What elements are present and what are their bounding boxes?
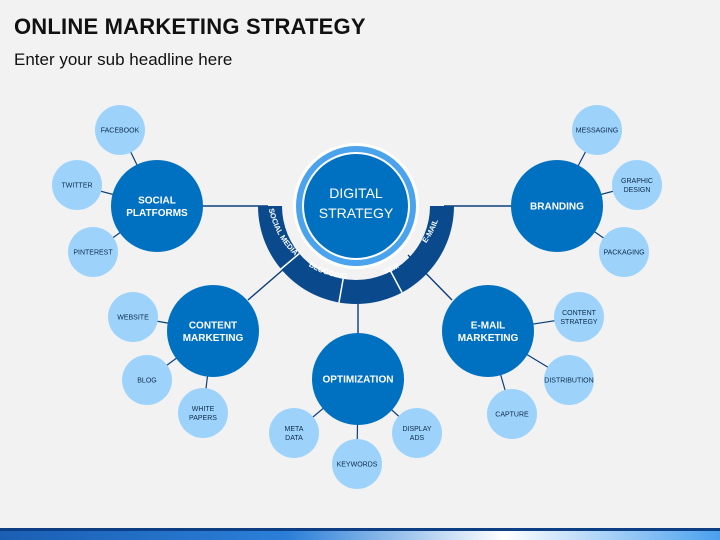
footer-bar-dark (0, 528, 720, 531)
leaf-pinterest: PINTEREST (68, 227, 118, 277)
leaf-circle (599, 227, 649, 277)
center-arc-ring (258, 206, 454, 304)
leaf-blog: BLOG (122, 355, 172, 405)
leaf-label: MESSAGING (576, 127, 618, 134)
leaf-circle (554, 292, 604, 342)
hub-circle (167, 285, 259, 377)
leaf-packaging: PACKAGING (599, 227, 649, 277)
leaf-label: PINTEREST (73, 249, 113, 256)
leaf-circle (487, 389, 537, 439)
hub-circle (111, 160, 203, 252)
leaf-label: WEBSITE (117, 314, 149, 321)
leaf-circle (269, 408, 319, 458)
page-subtitle: Enter your sub headline here (14, 50, 233, 69)
leaf-label: CAPTURE (495, 411, 529, 418)
center-core (304, 154, 408, 258)
leaf-circle (392, 408, 442, 458)
hub-label-branding: BRANDING (530, 202, 584, 213)
leaf-circle (612, 160, 662, 210)
leaf-website: WEBSITE (108, 292, 158, 342)
leaf-circle (122, 355, 172, 405)
leaf-label: DISTRIBUTION (544, 377, 593, 384)
leaf-circle (52, 160, 102, 210)
leaf-circle (95, 105, 145, 155)
arc-divider (280, 252, 300, 270)
leaf-label: KEYWORDS (337, 461, 378, 468)
leaf-twitter: TWITTER (52, 160, 102, 210)
hub-circle (442, 285, 534, 377)
hub-circle (312, 333, 404, 425)
leaf-circle (332, 439, 382, 489)
leaf-circle (544, 355, 594, 405)
leaf-distribution: DISTRIBUTION (544, 355, 594, 405)
leaf-circle (572, 105, 622, 155)
leaf-circle (68, 227, 118, 277)
arc-divider (390, 270, 403, 293)
leaf-label: BLOG (137, 377, 156, 384)
leaf-keywords: KEYWORDS (332, 439, 382, 489)
leaf-capture: CAPTURE (487, 389, 537, 439)
footer-bar-gradient (0, 531, 720, 540)
leaf-messaging: MESSAGING (572, 105, 622, 155)
leaf-label: PACKAGING (603, 249, 644, 256)
leaf-label: TWITTER (61, 182, 92, 189)
leaf-label: FACEBOOK (101, 127, 140, 134)
leaf-circle (178, 388, 228, 438)
leaf-circle (108, 292, 158, 342)
hub-circle (511, 160, 603, 252)
leaf-facebook: FACEBOOK (95, 105, 145, 155)
arc-divider (338, 278, 344, 303)
page-title: ONLINE MARKETING STRATEGY (14, 14, 366, 39)
hub-label-optimization: OPTIMIZATION (323, 375, 394, 386)
